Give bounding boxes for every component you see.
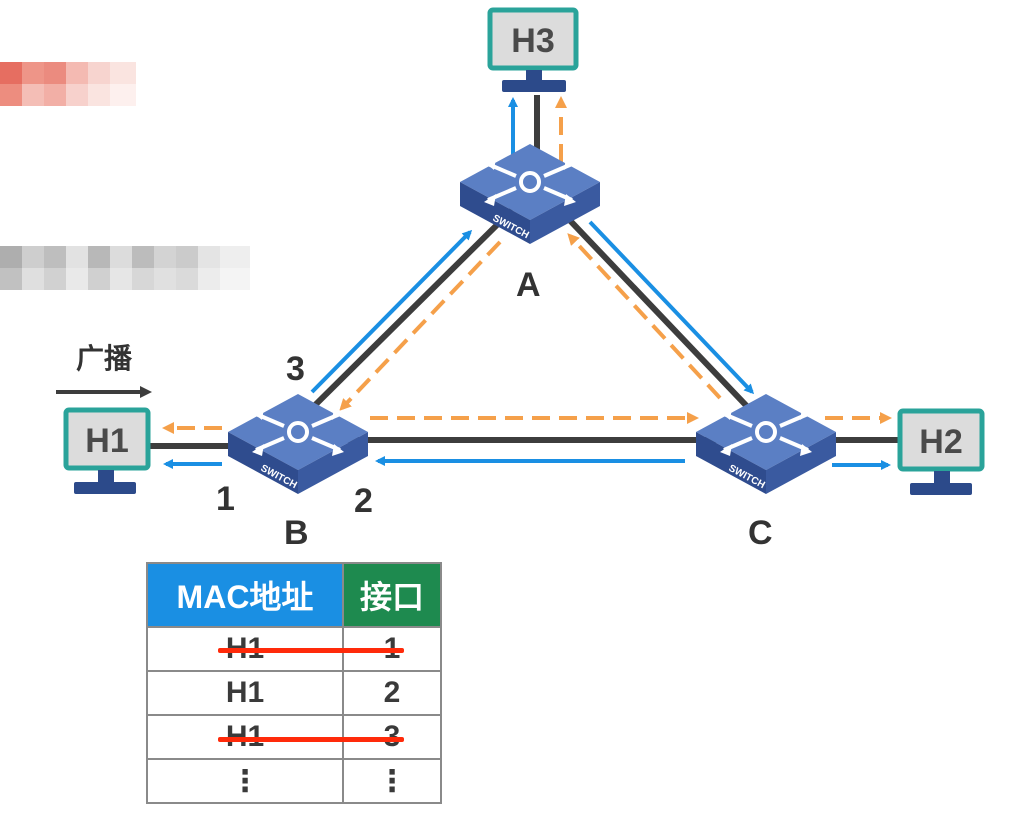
switch-c-label: C — [748, 514, 773, 552]
blue-arrow-a-to-c — [588, 220, 755, 395]
orange-arrows — [162, 96, 892, 434]
switch-icon — [226, 392, 370, 496]
orange-arrow-c-to-a — [567, 233, 722, 400]
svg-text:H2: H2 — [919, 423, 962, 461]
switch-icon — [694, 392, 838, 496]
switch-b-label: B — [284, 514, 309, 552]
svg-text:H1: H1 — [85, 422, 128, 460]
switch-b[interactable]: SWITCH — [226, 392, 370, 496]
port-cell: 2 — [342, 670, 442, 716]
monitor-icon — [897, 408, 985, 472]
link-b-a — [297, 207, 515, 423]
host-h1[interactable]: H1 — [63, 407, 151, 494]
monitor-icon — [487, 7, 579, 71]
port-2-label: 2 — [354, 482, 373, 520]
pixelated-block-middle — [0, 246, 250, 290]
mac-column-header: MAC地址 — [146, 562, 344, 628]
broadcast-label: 广播 — [76, 343, 133, 374]
table-row: ⋮ ⋮ — [146, 758, 442, 804]
blue-arrows — [163, 97, 891, 470]
table-row: H1 2 — [146, 670, 442, 716]
svg-text:H3: H3 — [511, 22, 554, 60]
strike-line-row-3 — [218, 737, 404, 742]
port-cell: ⋮ — [342, 758, 442, 804]
port-1-label: 1 — [216, 480, 235, 518]
switch-a-label: A — [516, 266, 541, 304]
blue-arrow-b-to-a — [310, 229, 473, 394]
links — [148, 95, 905, 449]
pixelated-block-top — [0, 62, 136, 106]
mac-address-table: MAC地址 接口 H1 1 H1 2 H1 3 ⋮ ⋮ — [146, 562, 442, 804]
port-column-header: 接口 — [342, 562, 442, 628]
mac-cell: H1 — [146, 670, 344, 716]
strike-line-row-1 — [218, 648, 404, 653]
host-h3[interactable]: H3 — [487, 7, 579, 92]
port-3-label: 3 — [286, 350, 305, 388]
monitor-icon — [63, 407, 151, 471]
orange-arrow-a-to-b — [339, 240, 502, 411]
host-h2[interactable]: H2 — [897, 408, 985, 495]
mac-cell: ⋮ — [146, 758, 344, 804]
switch-c[interactable]: SWITCH — [694, 392, 838, 496]
link-a-c — [557, 207, 763, 423]
